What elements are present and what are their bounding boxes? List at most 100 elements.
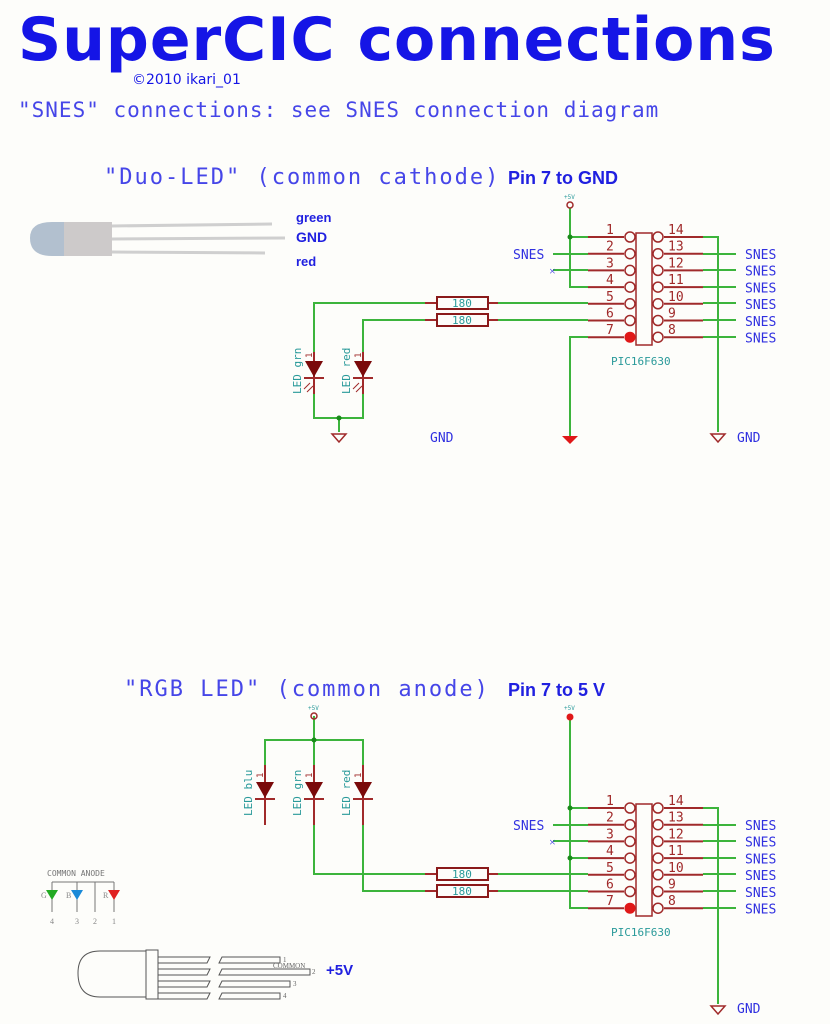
chip-pin-number: 14 (668, 223, 684, 238)
chip-pin-number: 8 (668, 323, 676, 338)
duo-led-label-green: green (296, 210, 332, 225)
chip-body (635, 803, 653, 917)
supply-5v-symbol-pin7 (566, 713, 574, 721)
chip-pin-circle (624, 885, 636, 898)
chip-pin-number: 10 (668, 861, 684, 876)
net-label-snes: SNES (513, 819, 544, 834)
net-label-snes: SNES (745, 265, 776, 280)
led-red-label: LED red (340, 770, 353, 816)
chip-pin-number: 2 (606, 240, 614, 255)
chip-pin-circle (624, 818, 636, 831)
led-blu-label: LED blu (242, 770, 255, 816)
resistor-1 (425, 296, 498, 310)
junction-dot (567, 805, 573, 811)
chip-pin-number: 7 (606, 894, 614, 909)
chip-pin-circle (652, 331, 664, 343)
supply-5v-symbol (310, 712, 318, 720)
led-pin: 1 (305, 773, 315, 778)
chip-pin-circle (652, 298, 664, 310)
package-pin-label: 3 (293, 980, 297, 988)
chip-pin-circle (624, 264, 636, 277)
net-label-snes: SNES (745, 886, 776, 901)
chip-pin-number: 4 (606, 844, 614, 859)
led-grn-symbol (304, 765, 324, 825)
gnd-label: GND (430, 431, 454, 446)
pinout-number: 2 (93, 917, 97, 926)
pinout-title: COMMON ANODE (47, 869, 105, 878)
led-red-pin: 1 (354, 353, 364, 358)
chip-pin-number: 12 (668, 256, 684, 271)
chip-pin-circle (652, 247, 664, 260)
net-label-snes: SNES (745, 248, 776, 263)
package-pin-label: 4 (283, 992, 287, 1000)
pic16f630-chip: 1234567141312111098SNESSNESSNESSNESSNESS… (588, 794, 776, 918)
chip-pin-number: 13 (668, 240, 684, 255)
chip-pin-number: 7 (606, 323, 614, 338)
rgb-led-package (77, 949, 311, 1000)
duo-led-label-red: red (296, 254, 317, 269)
chip-body (635, 232, 653, 346)
chip-pin-number: 5 (606, 861, 614, 876)
gnd-symbol-pin7 (562, 436, 578, 444)
chip-pin-circle (652, 852, 664, 864)
pinout-letter: G (41, 891, 47, 900)
gnd-label: GND (737, 1002, 761, 1017)
package-common-label: COMMON (273, 962, 305, 970)
led-red-label: LED red (340, 348, 353, 394)
chip-pin-circle (652, 231, 664, 243)
led-red-symbol (352, 352, 373, 394)
chip-pin-number: 4 (606, 273, 614, 288)
net-label-snes: SNES (745, 903, 776, 918)
chip-pin-number: 2 (606, 811, 614, 826)
led-pin: 1 (256, 773, 266, 778)
resistor-value: 180 (452, 297, 472, 310)
chip-pin-circle (624, 231, 636, 243)
resistor-value: 180 (452, 314, 472, 327)
net-label-snes: SNES (745, 819, 776, 834)
led-grn-symbol (303, 352, 324, 394)
no-connect-icon: × (549, 264, 556, 278)
chip-pin-number: 13 (668, 811, 684, 826)
common-anode-pinout: COMMON ANODE G B R 4 3 2 1 (41, 869, 120, 926)
chip-pin-number: 6 (606, 878, 614, 893)
pinout-number: 3 (75, 917, 79, 926)
chip-pin-circle (624, 247, 636, 260)
chip-pin-circle (624, 869, 636, 881)
duo-led-section-title: "Duo-LED" (common cathode) (104, 165, 501, 190)
chip-pin-number: 3 (606, 256, 614, 271)
chip-pin-number: 5 (606, 290, 614, 305)
junction-dot (336, 415, 342, 421)
supply-5v-label: +5V (564, 705, 575, 712)
chip-pin-circle (652, 869, 664, 881)
resistor-2 (425, 884, 498, 898)
chip-pin-circle (652, 264, 664, 277)
chip-pin-number: 14 (668, 794, 684, 809)
no-connect-icon: × (549, 835, 556, 849)
led-grn-pin: 1 (305, 353, 315, 358)
chip-pin-circle (624, 314, 636, 327)
junction-dot (567, 855, 573, 861)
chip-pin-circle (652, 314, 664, 327)
pinout-letter: R (103, 891, 109, 900)
copyright-notice: ©2010 ikari_01 (132, 72, 241, 88)
gnd-symbol (330, 433, 348, 444)
supply-5v-label: +5V (308, 705, 319, 712)
pin7-marker (624, 331, 636, 343)
resistor-value: 180 (452, 885, 472, 898)
pinout-number: 4 (50, 917, 54, 926)
chip-pin-number: 11 (668, 273, 684, 288)
chip-pin-circle (652, 281, 664, 293)
package-pin-label: 2 (312, 968, 316, 976)
chip-pin-circle (652, 835, 664, 848)
net-label-snes: SNES (745, 281, 776, 296)
net-label-snes: SNES (745, 298, 776, 313)
chip-pin-circle (624, 852, 636, 864)
junction-dot (567, 234, 573, 240)
chip-pin-number: 3 (606, 827, 614, 842)
chip-pin-circle (624, 802, 636, 814)
chip-pin-number: 1 (606, 794, 614, 809)
